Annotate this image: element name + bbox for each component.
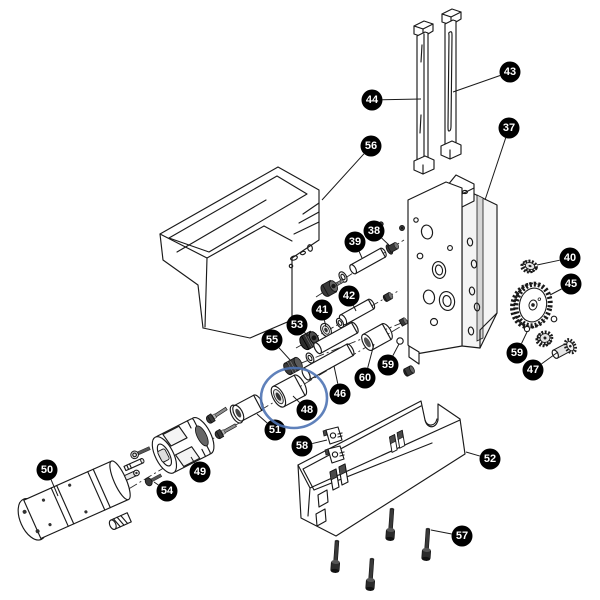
svg-text:43: 43 <box>504 66 516 78</box>
svg-text:58: 58 <box>296 440 308 452</box>
svg-text:49: 49 <box>194 466 206 478</box>
part-slide-rail-left <box>413 20 435 175</box>
part-cage-screw-1 <box>205 406 228 424</box>
callout-leader-lines <box>50 75 562 535</box>
svg-text:38: 38 <box>368 225 380 237</box>
svg-text:53: 53 <box>291 319 303 331</box>
part-nut-row2 <box>382 292 394 302</box>
svg-text:59: 59 <box>382 359 394 371</box>
part-retaining-gear-clip <box>520 259 538 274</box>
svg-text:41: 41 <box>316 304 328 316</box>
svg-text:55: 55 <box>266 334 278 346</box>
part-detent-ball-left <box>396 337 404 345</box>
svg-text:56: 56 <box>365 140 377 152</box>
svg-text:51: 51 <box>269 424 281 436</box>
callout-56: 56 <box>360 135 382 157</box>
callout-38: 38 <box>363 220 385 242</box>
callout-53: 53 <box>286 314 308 336</box>
part-nut-38 <box>385 242 400 255</box>
svg-text:57: 57 <box>456 530 468 542</box>
callout-40: 40 <box>559 247 581 269</box>
svg-text:40: 40 <box>564 252 576 264</box>
highlight-circle <box>259 366 329 430</box>
svg-text:45: 45 <box>565 278 577 290</box>
callout-42: 42 <box>338 285 360 307</box>
part-screw-54 <box>144 473 163 487</box>
callout-52: 52 <box>479 448 501 470</box>
part-nut-small <box>399 225 405 231</box>
part-bushing-55 <box>283 356 303 376</box>
part-mounting-screws <box>330 507 432 591</box>
svg-text:59: 59 <box>511 347 523 359</box>
callout-49: 49 <box>189 461 211 483</box>
part-slide-rail-right <box>440 8 462 160</box>
part-main-drive-gear <box>510 281 553 330</box>
svg-text:37: 37 <box>503 122 515 134</box>
part-pinion-gear <box>551 338 578 359</box>
part-dark-nut <box>403 365 415 377</box>
part-bearing-41 <box>320 322 332 338</box>
callout-48: 48 <box>296 399 318 421</box>
part-detent-ball-right <box>550 315 558 323</box>
svg-text:44: 44 <box>366 94 379 106</box>
part-top-cover <box>159 166 320 339</box>
part-shaft-39 <box>349 247 387 275</box>
svg-text:47: 47 <box>527 364 539 376</box>
part-base-tray <box>297 400 466 537</box>
part-motor-screw-top <box>130 446 151 460</box>
part-limit-switch-lower <box>324 445 345 464</box>
part-nut-row3 <box>398 317 408 327</box>
callout-44: 44 <box>361 89 383 111</box>
part-idler-gear <box>535 330 554 348</box>
callout-50: 50 <box>36 459 58 481</box>
svg-text:42: 42 <box>343 290 355 302</box>
part-detent-ball-59 <box>523 325 531 333</box>
callout-46: 46 <box>329 383 351 405</box>
svg-text:39: 39 <box>349 236 361 248</box>
part-shaft-46-upper <box>313 321 359 355</box>
part-gearbox-housing <box>407 174 498 365</box>
callout-55: 55 <box>261 329 283 351</box>
part-washer-row1 <box>338 271 348 283</box>
part-coupling-pin <box>123 458 145 472</box>
svg-text:54: 54 <box>161 485 174 497</box>
svg-text:46: 46 <box>334 388 346 400</box>
svg-text:52: 52 <box>484 453 496 465</box>
callout-60: 60 <box>354 367 376 389</box>
callout-58: 58 <box>291 435 313 457</box>
part-sleeve-60 <box>361 322 393 352</box>
part-limit-switch-upper <box>322 426 343 445</box>
callout-59: 59 <box>377 354 399 376</box>
callout-37: 37 <box>498 117 520 139</box>
svg-text:60: 60 <box>359 372 371 384</box>
part-bushing-51 <box>229 394 264 424</box>
part-cage-screw-2 <box>214 423 237 440</box>
callout-54: 54 <box>156 480 178 502</box>
callout-59-2: 59 <box>506 342 528 364</box>
part-motor <box>17 460 140 541</box>
part-coupling-cage <box>151 417 215 474</box>
part-adapter-spring <box>108 512 132 530</box>
callout-45: 45 <box>560 273 582 295</box>
callout-47: 47 <box>522 359 544 381</box>
part-socket-screw-row1 <box>320 278 345 297</box>
svg-text:48: 48 <box>301 404 313 416</box>
callout-41: 41 <box>311 299 333 321</box>
svg-text:50: 50 <box>41 464 53 476</box>
part-roller-bushing-48 <box>270 374 308 408</box>
callout-39: 39 <box>344 231 366 253</box>
callout-57: 57 <box>451 525 473 547</box>
callout-43: 43 <box>499 61 521 83</box>
